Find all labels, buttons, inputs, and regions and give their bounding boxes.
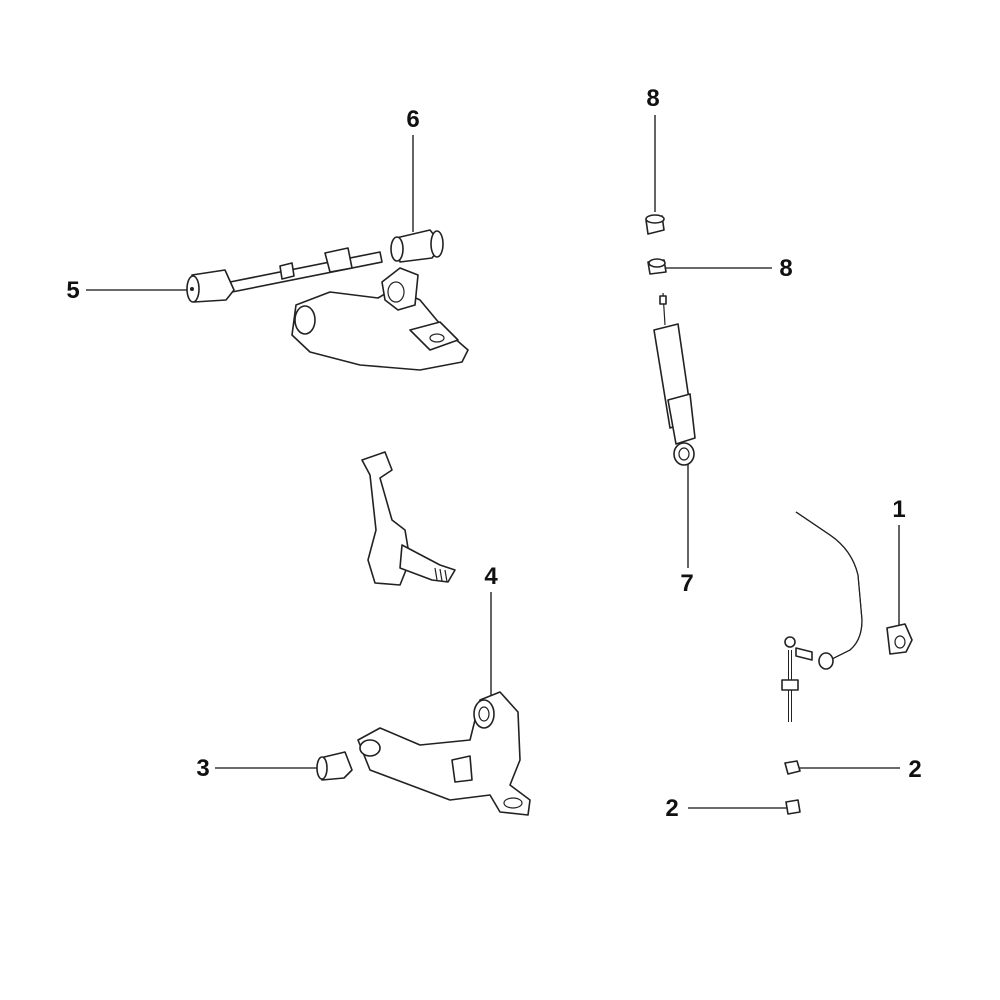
nut-2-upper [784,760,801,775]
callout-1: 1 [892,496,906,523]
callout-4: 4 [484,563,498,590]
leader-lines [86,115,900,809]
callout-7: 7 [680,570,694,597]
stabilizer-link [781,636,813,722]
callout-8-top: 8 [646,85,660,112]
shock-absorber-7 [653,292,696,466]
callout-5: 5 [66,277,80,304]
callout-2-right: 2 [908,756,922,783]
bushing-5 [186,269,235,303]
bushing-6 [390,229,444,263]
upper-control-arm [291,267,469,371]
callout-3: 3 [196,755,210,782]
stabilizer-bushing-1 [886,623,913,655]
shock-bushing-8-lower [647,258,667,275]
callout-2-left: 2 [665,795,679,822]
callout-6: 6 [406,106,420,133]
stabilizer-bar [795,511,863,670]
steering-knuckle [361,451,456,586]
bushing-3 [316,751,353,781]
upper-arm-shaft [229,247,383,293]
callout-8-right: 8 [779,255,793,282]
shock-bushing-8-top [645,214,665,235]
lower-control-arm-4 [357,691,531,816]
nut-2-lower [785,799,801,815]
